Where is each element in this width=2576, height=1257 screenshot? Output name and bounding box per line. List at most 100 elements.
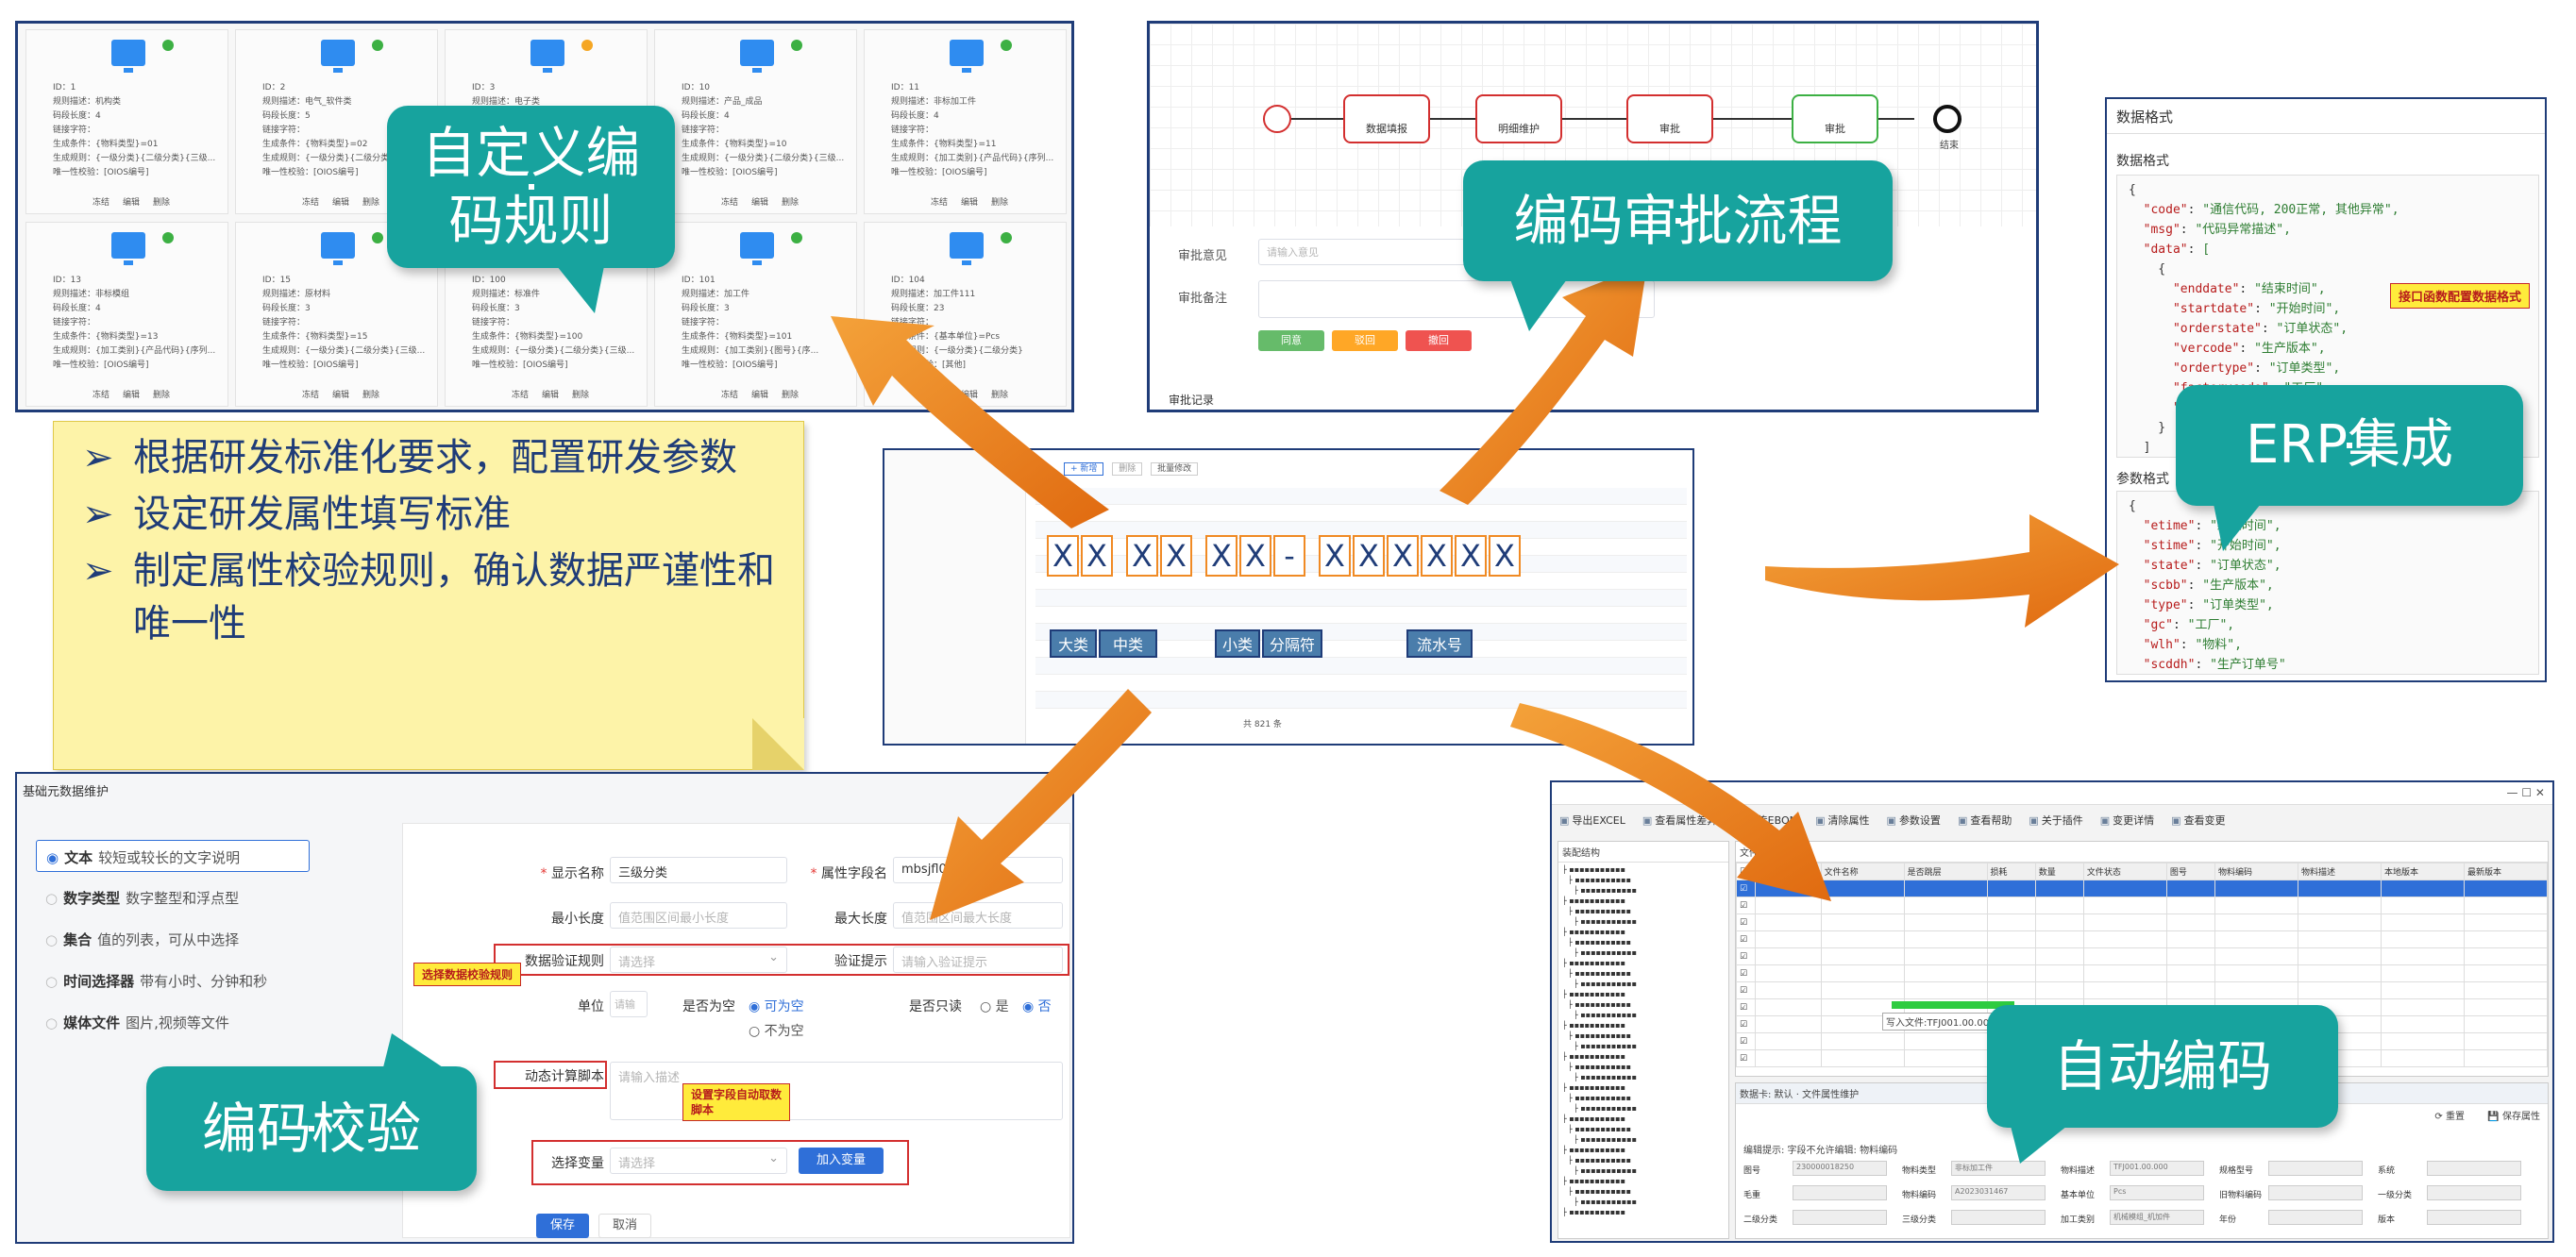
rule-card-action[interactable]: 删除: [782, 391, 800, 400]
rule-select[interactable]: 请选择⌄: [610, 947, 787, 973]
attr-input[interactable]: [2268, 1161, 2363, 1176]
tree-node[interactable]: ├ ▪▪▪▪▪▪▪▪▪▪▪: [1568, 1031, 1631, 1040]
attr-input[interactable]: [2427, 1210, 2521, 1225]
tree-node[interactable]: ├ ▪▪▪▪▪▪▪▪▪▪▪: [1574, 1166, 1637, 1175]
row-checkbox[interactable]: ☑: [1736, 947, 1756, 965]
tree-node[interactable]: ├ ▪▪▪▪▪▪▪▪▪▪▪: [1562, 1021, 1625, 1030]
rule-card-action[interactable]: 编辑: [751, 198, 769, 208]
table-row[interactable]: [1035, 658, 1687, 675]
rule-card-action[interactable]: 删除: [153, 198, 171, 208]
rule-card-action[interactable]: 冻结: [302, 198, 320, 208]
toolbar-button[interactable]: ▣上传EBOM: [1734, 814, 1798, 827]
tree-node[interactable]: ├ ▪▪▪▪▪▪▪▪▪▪▪: [1568, 1187, 1631, 1196]
col-header[interactable]: 是否跳层: [1903, 863, 1988, 880]
reject-button[interactable]: 驳回: [1332, 330, 1398, 351]
flow-node-approve-1[interactable]: 审批: [1626, 94, 1713, 143]
center-delete-button[interactable]: 删除: [1112, 462, 1143, 476]
save-attr-button[interactable]: 💾 保存属性: [2487, 1108, 2540, 1122]
table-row[interactable]: [1035, 573, 1687, 590]
readonly-no-radio[interactable]: ◉ 否: [1022, 997, 1052, 1015]
rule-card-action[interactable]: 删除: [991, 391, 1009, 400]
row-checkbox[interactable]: ☑: [1736, 897, 1756, 914]
table-row[interactable]: [1035, 505, 1687, 522]
flow-node-fill[interactable]: 数据填报: [1343, 94, 1430, 143]
attr-input[interactable]: 230000018250: [1793, 1161, 1887, 1176]
remark-input[interactable]: [1258, 280, 1655, 318]
attr-input[interactable]: A2023031467: [1951, 1185, 2046, 1200]
tree-node[interactable]: ├ ▪▪▪▪▪▪▪▪▪▪▪: [1568, 907, 1631, 915]
tree-node[interactable]: ├ ▪▪▪▪▪▪▪▪▪▪▪: [1574, 948, 1637, 957]
type-option[interactable]: ○时间选择器带有小时、分钟和秒: [36, 964, 310, 997]
tree-node[interactable]: ├ ▪▪▪▪▪▪▪▪▪▪▪: [1562, 928, 1625, 936]
script-textarea[interactable]: 请输入描述: [610, 1062, 1063, 1120]
field-name-input[interactable]: mbsjfl03: [893, 857, 1063, 883]
rule-card-action[interactable]: 冻结: [721, 198, 739, 208]
readonly-yes-radio[interactable]: ○ 是: [980, 997, 1009, 1015]
rule-card-action[interactable]: 编辑: [123, 391, 141, 400]
table-row[interactable]: ☑: [1736, 880, 2548, 897]
tree-node[interactable]: ├ ▪▪▪▪▪▪▪▪▪▪▪: [1568, 1094, 1631, 1102]
rule-card-action[interactable]: 冻结: [931, 198, 949, 208]
attr-input[interactable]: TFJ001.00.000: [2110, 1161, 2204, 1176]
tree-node[interactable]: ├ ▪▪▪▪▪▪▪▪▪▪▪: [1568, 1000, 1631, 1009]
center-add-button[interactable]: + 新增: [1064, 462, 1104, 476]
tree-node[interactable]: ├ ▪▪▪▪▪▪▪▪▪▪▪: [1574, 1011, 1637, 1019]
attr-input[interactable]: [2268, 1185, 2363, 1200]
table-row[interactable]: ☑: [1736, 897, 2548, 914]
row-checkbox[interactable]: ☑: [1736, 981, 1756, 999]
toolbar-button[interactable]: ▣查看变更: [2171, 814, 2225, 827]
rule-card-action[interactable]: 解冻: [931, 391, 949, 400]
center-batch-button[interactable]: 批量修改: [1151, 462, 1199, 476]
end-event[interactable]: [1933, 105, 1961, 133]
table-row[interactable]: ☑: [1736, 930, 2548, 948]
tree-node[interactable]: ├ ▪▪▪▪▪▪▪▪▪▪▪: [1562, 959, 1625, 967]
var-select[interactable]: 请选择⌄: [610, 1148, 787, 1174]
start-event[interactable]: [1263, 105, 1291, 133]
min-len-input[interactable]: 值范围区间最小长度: [610, 902, 787, 929]
display-name-input[interactable]: 三级分类: [610, 857, 787, 883]
withdraw-button[interactable]: 撤回: [1406, 330, 1472, 351]
rule-card-action[interactable]: 冻结: [721, 391, 739, 400]
table-row[interactable]: [1035, 590, 1687, 607]
table-row[interactable]: ☑: [1736, 913, 2548, 931]
tree-node[interactable]: ├ ▪▪▪▪▪▪▪▪▪▪▪: [1562, 897, 1625, 905]
row-checkbox[interactable]: ☑: [1736, 930, 1756, 948]
row-checkbox[interactable]: ☑: [1736, 1032, 1756, 1050]
toolbar-button[interactable]: ▣参数设置: [1887, 814, 1941, 827]
tree-node[interactable]: ├ ▪▪▪▪▪▪▪▪▪▪▪: [1562, 1177, 1625, 1185]
col-header[interactable]: 物料描述: [2297, 863, 2382, 880]
table-row[interactable]: [1035, 624, 1687, 641]
tree-node[interactable]: ├ ▪▪▪▪▪▪▪▪▪▪▪: [1562, 990, 1625, 998]
toolbar-button[interactable]: ▣关于插件: [2029, 814, 2082, 827]
rule-card-action[interactable]: 编辑: [961, 198, 979, 208]
rule-card-action[interactable]: 冻结: [93, 391, 110, 400]
col-header[interactable]: 本地版本: [2380, 863, 2465, 880]
row-checkbox[interactable]: ☑: [1736, 1049, 1756, 1067]
table-row[interactable]: ☑: [1736, 947, 2548, 965]
attr-input[interactable]: [1793, 1210, 1887, 1225]
tree-node[interactable]: ├ ▪▪▪▪▪▪▪▪▪▪▪: [1562, 1146, 1625, 1154]
rule-card-action[interactable]: 编辑: [751, 391, 769, 400]
row-checkbox[interactable]: ☑: [1736, 998, 1756, 1016]
rule-card-action[interactable]: 冻结: [93, 198, 110, 208]
approve-button[interactable]: 同意: [1258, 330, 1324, 351]
rule-card-action[interactable]: 删除: [153, 391, 171, 400]
hint-input[interactable]: 请输入验证提示: [893, 947, 1063, 973]
rule-card-action[interactable]: 删除: [362, 198, 380, 208]
tree-node[interactable]: ├ ▪▪▪▪▪▪▪▪▪▪▪: [1568, 876, 1631, 884]
save-button[interactable]: 保存: [536, 1214, 589, 1238]
table-row[interactable]: [1035, 692, 1687, 709]
rule-card-action[interactable]: 冻结: [302, 391, 320, 400]
rule-card-action[interactable]: 编辑: [961, 391, 979, 400]
col-header[interactable]: 文件名称: [1820, 863, 1905, 880]
tree-node[interactable]: ├ ▪▪▪▪▪▪▪▪▪▪▪: [1568, 969, 1631, 978]
row-checkbox[interactable]: ☑: [1736, 1015, 1756, 1033]
attr-input[interactable]: [2427, 1185, 2521, 1200]
table-row[interactable]: [1035, 607, 1687, 624]
type-option[interactable]: ○集合值的列表，可从中选择: [36, 923, 310, 955]
toolbar-button[interactable]: ▣查看属性差异: [1642, 814, 1717, 827]
rule-card-action[interactable]: 删除: [362, 391, 380, 400]
tree-node[interactable]: ├ ▪▪▪▪▪▪▪▪▪▪▪: [1574, 1104, 1637, 1113]
